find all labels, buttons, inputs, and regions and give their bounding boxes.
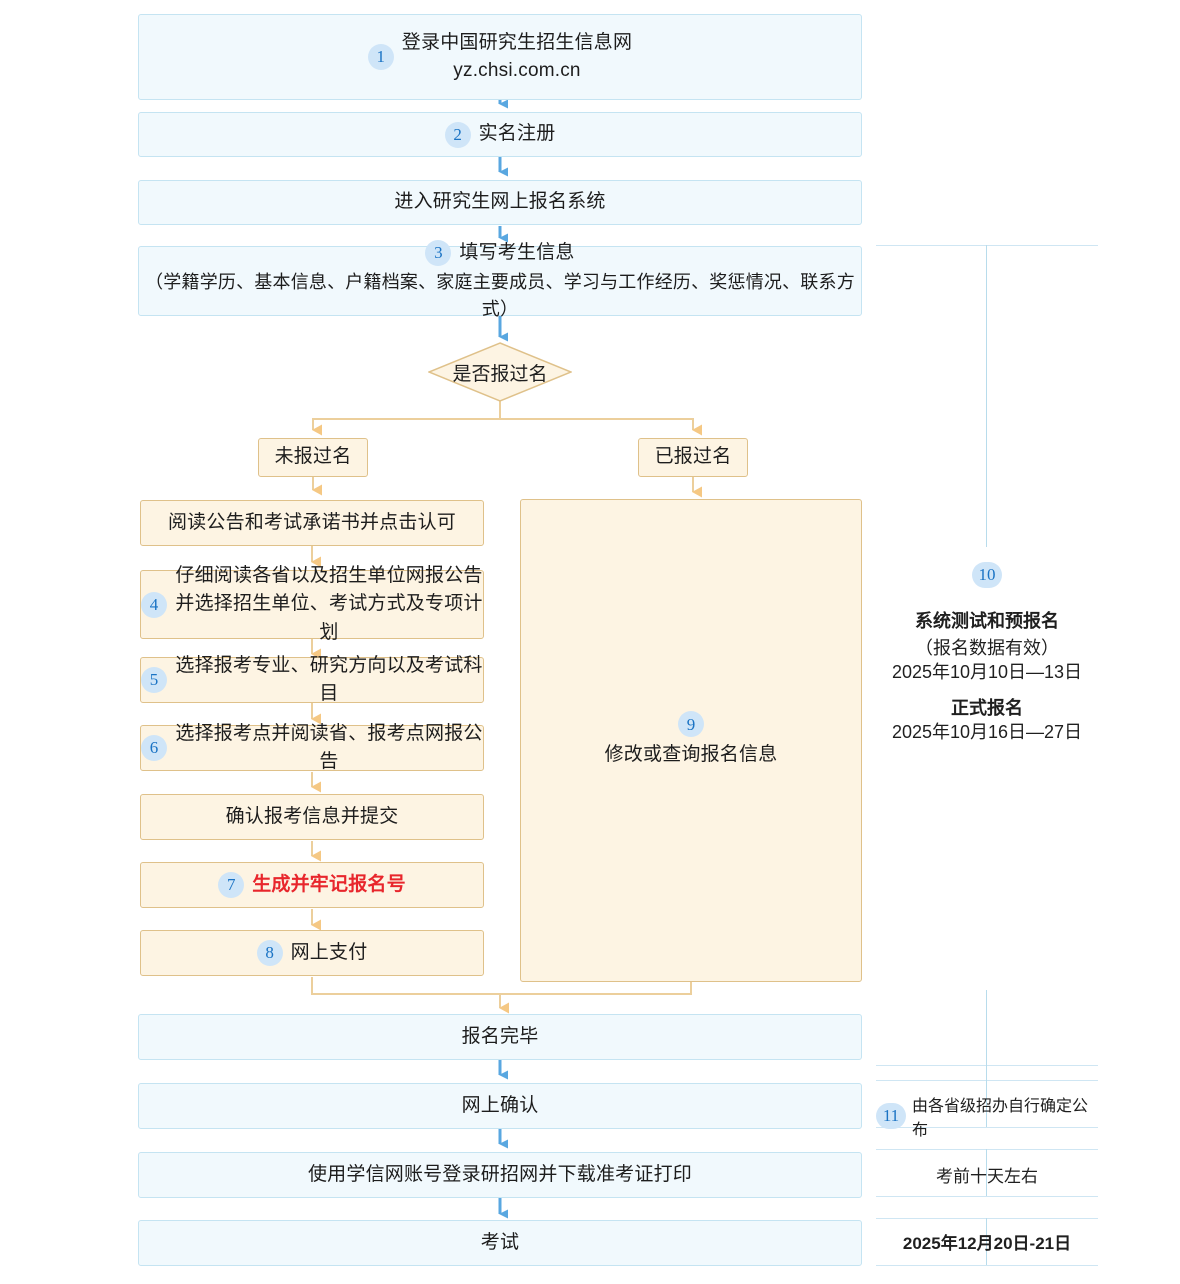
registration-complete-label: 报名完毕 <box>461 1025 539 1047</box>
panel-divider-4 <box>876 1149 1098 1150</box>
node-login-portal[interactable]: 1 登录中国研究生招生信息网 yz.chsi.com.cn <box>138 14 862 100</box>
panel-divider-6 <box>876 1218 1098 1219</box>
panel-center-line-row11 <box>986 1080 987 1127</box>
node-read-province-unit-announcement[interactable]: 4 仔细阅读各省以及招生单位网报公告 并选择招生单位、考试方式及专项计划 <box>140 565 484 643</box>
step-badge-2: 2 <box>444 121 471 148</box>
node-read-announcement-commitment[interactable]: 阅读公告和考试承诺书并点击认可 <box>140 500 484 546</box>
panel-divider-2 <box>876 1080 1098 1081</box>
panel-divider-1 <box>876 1065 1098 1066</box>
modify-or-query-label: 修改或查询报名信息 <box>604 744 778 766</box>
step-badge-3: 3 <box>425 240 452 266</box>
login-portal-url: yz.chsi.com.cn <box>453 60 581 81</box>
pre-registration-dates: 2025年10月10日—13日 <box>891 662 1083 682</box>
node-generate-registration-number[interactable]: 7 生成并牢记报名号 <box>140 862 484 908</box>
step11-label: 由各省级招办自行确定公布 <box>912 1098 1089 1139</box>
login-portal-line1: 登录中国研究生招生信息网 <box>401 31 633 53</box>
step10-badge-row: 10 <box>876 562 1098 588</box>
panel-center-line-lower <box>986 990 987 1080</box>
step-badge-1: 1 <box>367 44 394 70</box>
panel-divider-5 <box>876 1196 1098 1197</box>
step-badge-11: 11 <box>876 1103 906 1129</box>
formal-registration-title: 正式报名 <box>951 698 1023 718</box>
node-exam[interactable]: 考试 <box>138 1220 862 1266</box>
read-province-unit-line2: 并选择招生单位、考试方式及专项计划 <box>175 593 483 643</box>
select-exam-site-label: 选择报考点并阅读省、报考点网报公告 <box>175 722 483 773</box>
confirm-submit-label: 确认报考信息并提交 <box>225 805 399 827</box>
step-badge-4: 4 <box>141 591 167 618</box>
panel-center-line-row13 <box>986 1218 987 1265</box>
diamond-shape-icon <box>428 342 572 402</box>
download-admission-ticket-label: 使用学信网账号登录研招网并下载准考证打印 <box>307 1163 692 1185</box>
exam-label: 考试 <box>480 1231 520 1253</box>
node-enter-registration-system[interactable]: 进入研究生网上报名系统 <box>138 180 862 225</box>
read-announcement-label: 阅读公告和考试承诺书并点击认可 <box>167 511 456 533</box>
step-badge-6: 6 <box>141 735 167 761</box>
step-badge-8: 8 <box>256 940 283 966</box>
generate-registration-number-label: 生成并牢记报名号 <box>252 873 406 895</box>
fill-candidate-info-title: 填写考生信息 <box>459 241 575 263</box>
step-badge-5: 5 <box>141 667 167 693</box>
online-payment-label: 网上支付 <box>290 941 368 963</box>
panel-center-line-row12 <box>986 1149 987 1196</box>
pre-registration-subtitle: （报名数据有效） <box>915 638 1059 658</box>
node-real-name-register[interactable]: 2 实名注册 <box>138 112 862 157</box>
decision-registered-before[interactable]: 是否报过名 <box>428 342 572 402</box>
node-branch-already-registered[interactable]: 已报过名 <box>638 438 748 477</box>
formal-registration-dates: 2025年10月16日—27日 <box>891 722 1083 742</box>
node-online-confirmation[interactable]: 网上确认 <box>138 1083 862 1129</box>
node-download-admission-ticket[interactable]: 使用学信网账号登录研招网并下载准考证打印 <box>138 1152 862 1198</box>
step11-row: 11 由各省级招办自行确定公布 <box>876 1092 1098 1140</box>
ticket-time-label: 考前十天左右 <box>936 1167 1038 1186</box>
node-branch-not-registered[interactable]: 未报过名 <box>258 438 368 477</box>
step-badge-9: 9 <box>678 711 704 738</box>
panel-divider-7 <box>876 1265 1098 1266</box>
node-confirm-and-submit[interactable]: 确认报考信息并提交 <box>140 794 484 840</box>
step-badge-10: 10 <box>972 562 1002 588</box>
real-name-register-label: 实名注册 <box>478 123 556 145</box>
node-select-major-direction-subjects[interactable]: 5 选择报考专业、研究方向以及考试科目 <box>140 655 484 704</box>
enter-system-label: 进入研究生网上报名系统 <box>394 191 606 213</box>
node-fill-candidate-info[interactable]: 3 填写考生信息 （学籍学历、基本信息、户籍档案、家庭主要成员、学习与工作经历、… <box>138 240 862 319</box>
panel-center-line <box>986 245 987 547</box>
node-registration-complete[interactable]: 报名完毕 <box>138 1014 862 1060</box>
select-major-label: 选择报考专业、研究方向以及考试科目 <box>175 654 483 705</box>
decision-label: 是否报过名 <box>452 363 548 385</box>
node-online-payment[interactable]: 8 网上支付 <box>140 930 484 976</box>
branch-not-registered-label: 未报过名 <box>274 446 352 468</box>
read-province-unit-line1: 仔细阅读各省以及招生单位网报公告 <box>175 564 483 586</box>
exam-time-label: 2025年12月20日-21日 <box>902 1234 1072 1253</box>
node-modify-or-query-registration[interactable]: 9 修改或查询报名信息 <box>520 499 862 982</box>
node-select-exam-site[interactable]: 6 选择报考点并阅读省、报考点网报公告 <box>140 723 484 772</box>
online-confirmation-label: 网上确认 <box>461 1094 539 1116</box>
pre-registration-title: 系统测试和预报名 <box>915 611 1059 631</box>
panel-divider-3 <box>876 1127 1098 1128</box>
panel-divider-top <box>876 245 1098 246</box>
step-badge-7: 7 <box>218 872 245 898</box>
branch-already-registered-label: 已报过名 <box>654 446 732 468</box>
fill-candidate-info-detail: （学籍学历、基本信息、户籍档案、家庭主要成员、学习与工作经历、奖惩情况、联系方式… <box>145 272 855 320</box>
